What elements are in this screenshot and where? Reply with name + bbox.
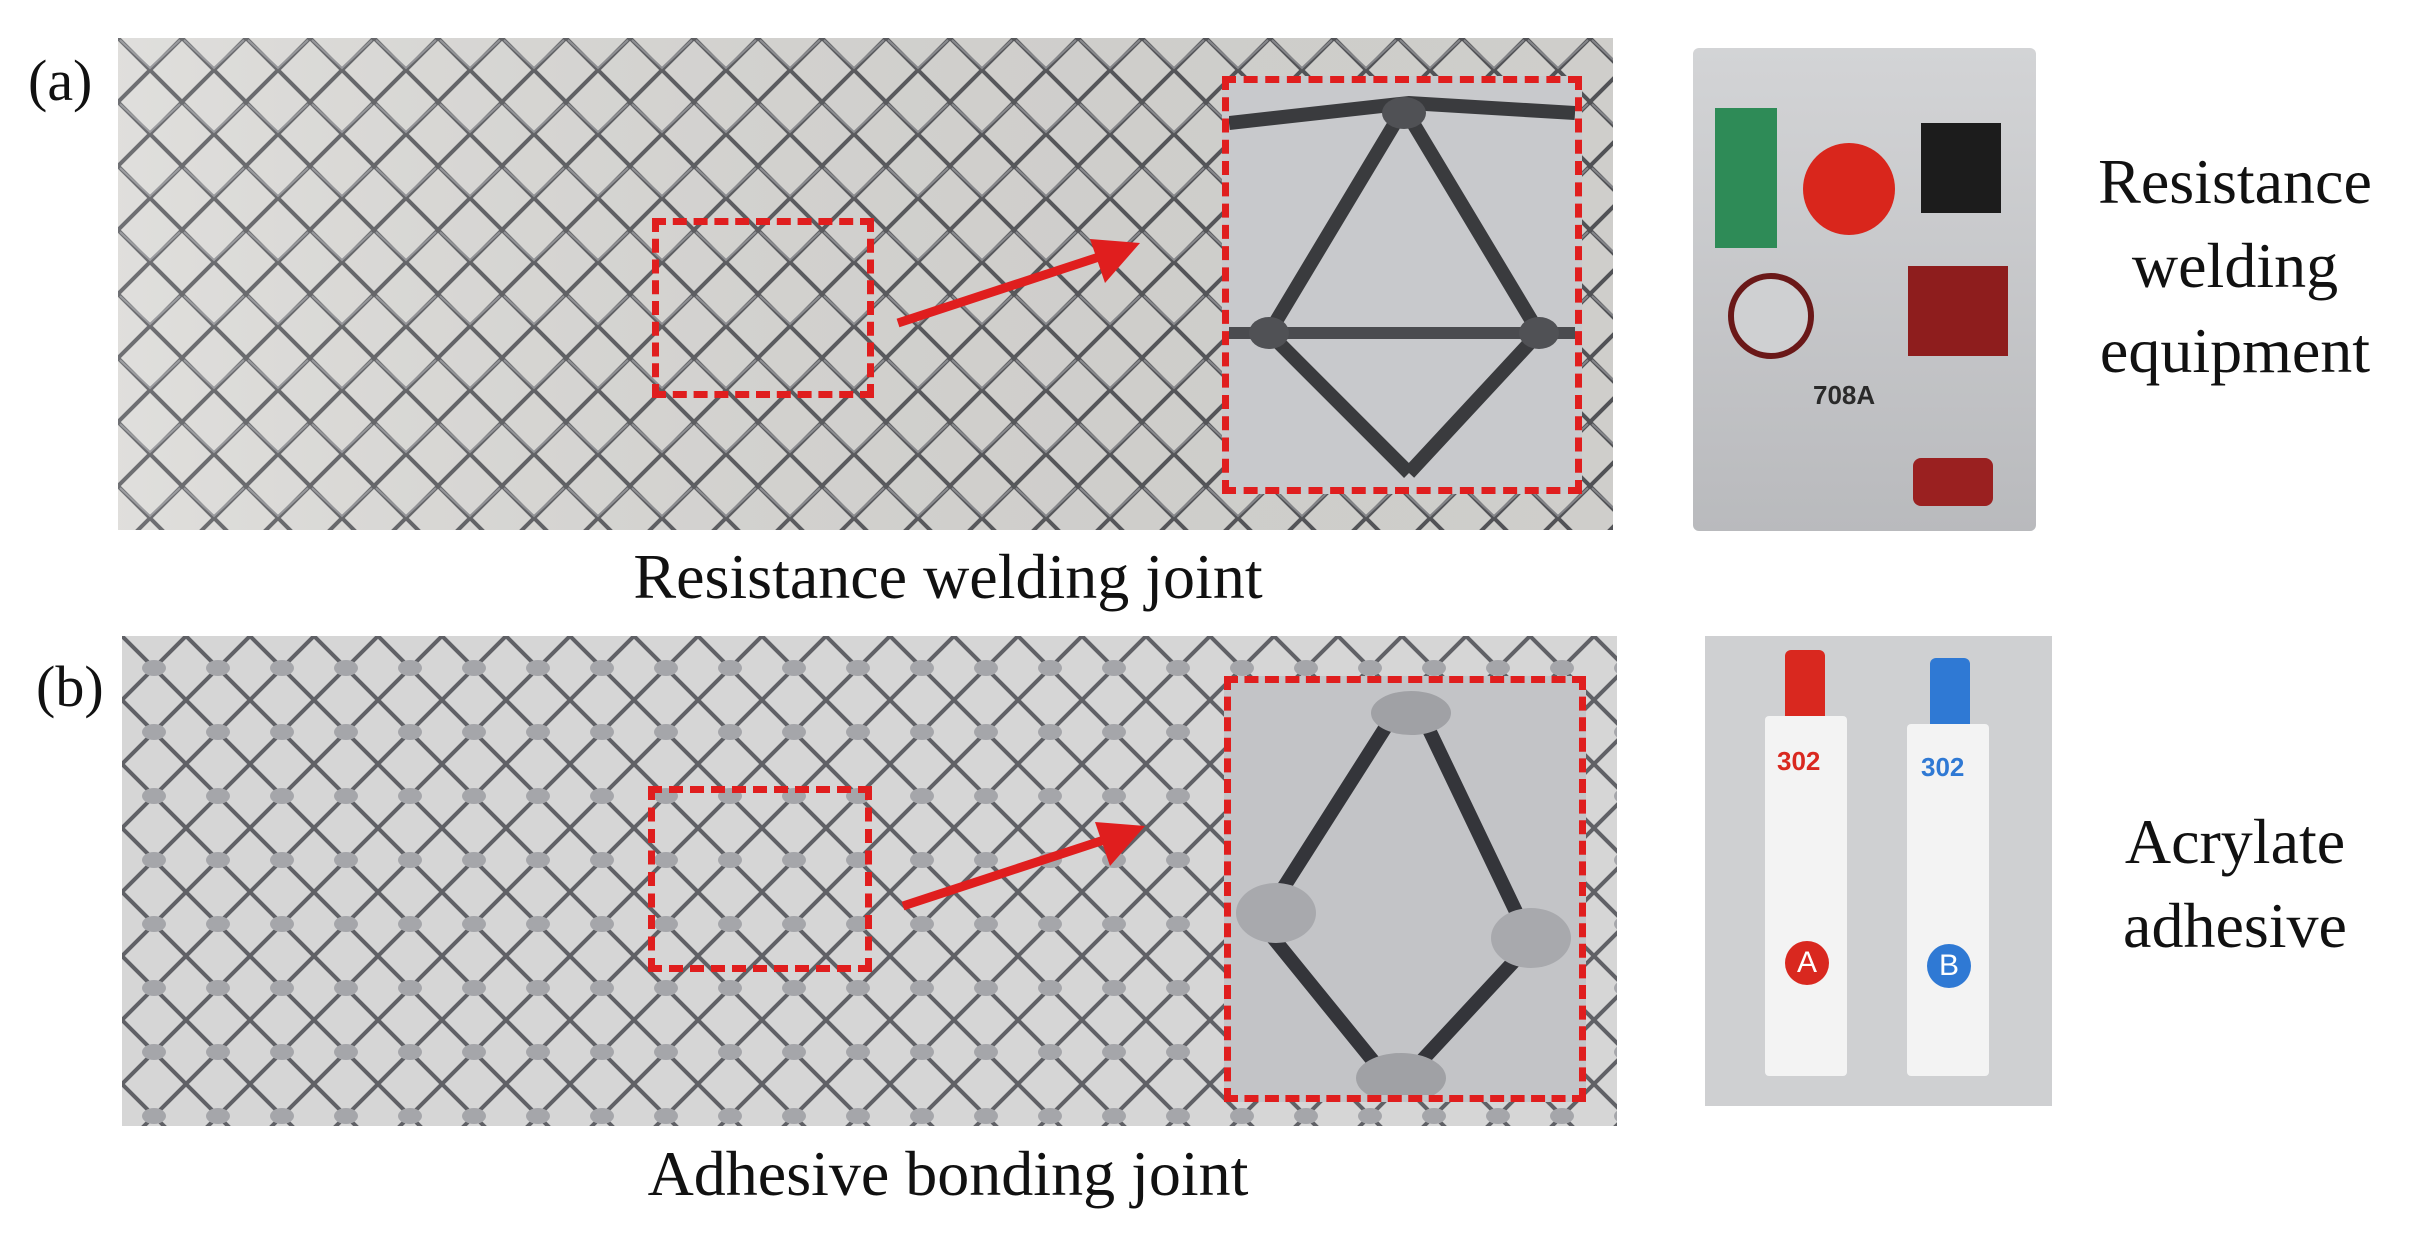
zoom-arrow-a [896, 239, 1140, 328]
panel-label-a: (a) [28, 48, 93, 113]
roi-box-a [652, 218, 874, 398]
side-label-b-line-2: adhesive [2123, 890, 2347, 962]
side-label-a-line-3: equipment [2099, 314, 2371, 386]
roi-box-b [648, 786, 872, 972]
zoom-inset-bonded [1224, 676, 1586, 1102]
panel-label-b: (b) [36, 654, 104, 719]
output-socket [1908, 266, 2008, 356]
zoom-wire-a [1229, 83, 1575, 487]
tube-b-letter: B [1927, 944, 1971, 988]
bottom-socket [1913, 458, 1993, 506]
tube-a-letter: A [1785, 941, 1829, 985]
indicator-panel [1715, 108, 1777, 248]
tube-a-number: 302 [1777, 746, 1821, 776]
side-label-a: Resistance welding equipment [2060, 140, 2410, 393]
zoom-wire-b [1231, 683, 1579, 1095]
tube-a-body [1765, 716, 1847, 1076]
zoom-arrow-b [901, 822, 1145, 911]
adjust-knob-red [1803, 143, 1895, 235]
tube-b-number: 302 [1921, 752, 1965, 782]
caption-a: Resistance welding joint [633, 541, 1263, 612]
device-model: 708A [1813, 380, 1876, 410]
side-label-b-line-1: Acrylate [2124, 806, 2346, 877]
tube-b-body [1907, 724, 1989, 1076]
zoom-inset-welded [1222, 76, 1582, 494]
side-label-a-line-1: Resistance [2098, 146, 2372, 217]
small-knob [1728, 273, 1814, 359]
adhesive-photo: 302 A 302 B [1705, 636, 2052, 1106]
side-label-a-line-2: welding [2131, 230, 2339, 302]
power-switch [1921, 123, 2001, 213]
tube-a-cap [1785, 650, 1825, 720]
side-label-b: Acrylate adhesive [2060, 800, 2410, 969]
welding-equipment-photo: 708A [1693, 48, 2036, 531]
caption-b: Adhesive bonding joint [647, 1138, 1249, 1209]
tube-b-cap [1930, 658, 1970, 728]
